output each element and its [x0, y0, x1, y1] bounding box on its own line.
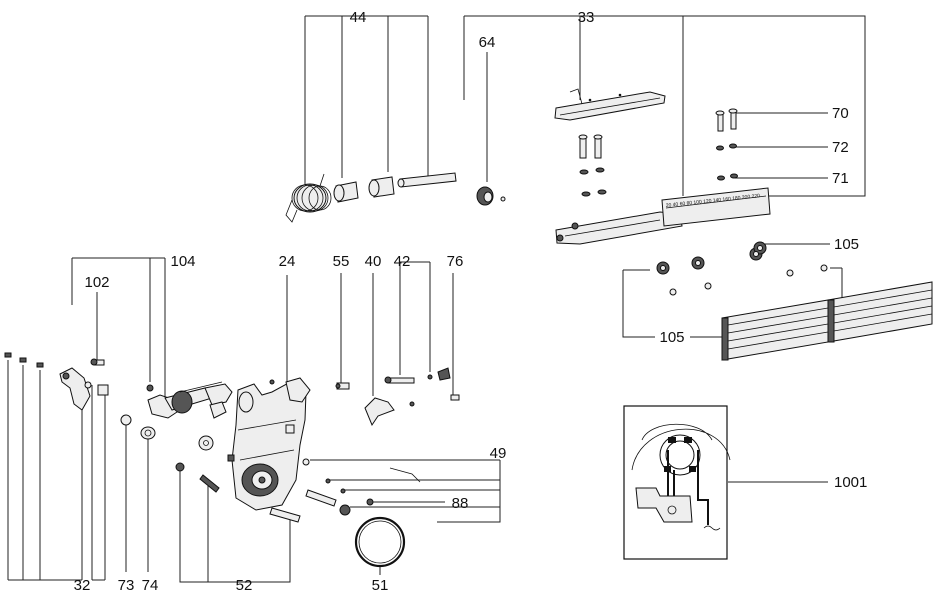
part-40-lever: [364, 397, 415, 427]
extension-rail-right: [827, 281, 933, 343]
part-76-screw: [450, 394, 460, 401]
torsion-spring: [285, 173, 332, 223]
washers-left: [579, 167, 607, 197]
callout-72: 72: [832, 139, 849, 156]
upper-guide-rail: [554, 88, 666, 121]
part-64-knob: [476, 186, 506, 206]
part-73-parts: [84, 381, 132, 426]
callout-labels: 44 33 64 70 72 71 105 105 104 102 24 55 …: [74, 9, 868, 594]
callout-51: 51: [372, 577, 389, 594]
part-74-washer: [140, 426, 156, 440]
callout-55: 55: [333, 253, 350, 270]
bushing-1: [333, 181, 359, 203]
part-1001-wiring-box: [623, 405, 731, 560]
small-pins: [669, 264, 828, 296]
part-42-pin: [384, 367, 451, 384]
washers-right: [716, 143, 738, 181]
extension-rail-left: [721, 299, 829, 361]
callout-105-top: 105: [834, 236, 859, 253]
bushing-2: [368, 176, 395, 198]
part-104-handle: [146, 381, 233, 451]
callout-52: 52: [236, 577, 253, 594]
part-55-screw: [335, 382, 350, 390]
callout-64: 64: [479, 34, 496, 51]
callout-70: 70: [832, 105, 849, 122]
callout-74: 74: [142, 577, 159, 594]
callout-73: 73: [118, 577, 135, 594]
leader-lines: [7, 15, 866, 583]
part-44-spring-assembly: [285, 172, 457, 223]
callout-42: 42: [394, 253, 411, 270]
part-51-belt: [354, 516, 406, 568]
callout-76: 76: [447, 253, 464, 270]
callout-44: 44: [350, 9, 367, 26]
part-24-housing: [227, 377, 311, 511]
knobs: [656, 241, 767, 275]
scale-plate: 20 40 60 80 100 120 140 160 180 200 220: [661, 187, 771, 227]
callout-104: 104: [170, 253, 195, 270]
part-33-fence-assembly: 20 40 60 80 100 120 140 160 180 200 220: [554, 88, 771, 245]
callout-49: 49: [490, 445, 507, 462]
callout-1001: 1001: [834, 474, 867, 491]
callout-32: 32: [74, 577, 91, 594]
part-88-screw: [366, 498, 374, 506]
lower-guide-rail: [555, 211, 683, 245]
rod: [397, 172, 457, 188]
part-32-screws: [4, 352, 91, 411]
part-52-pins: [175, 462, 301, 523]
screws-pair-right: [715, 108, 738, 132]
part-102-bolt: [90, 358, 105, 366]
screws-pair-left: [578, 134, 603, 159]
part-105-extension: [656, 241, 933, 361]
callout-40: 40: [365, 253, 382, 270]
callout-71: 71: [832, 170, 849, 187]
part-49-small-parts: [302, 458, 421, 516]
callout-102: 102: [84, 274, 109, 291]
callout-24: 24: [279, 253, 296, 270]
callout-33: 33: [578, 9, 595, 26]
callout-105-bottom: 105: [659, 329, 684, 346]
callout-88: 88: [452, 495, 469, 512]
